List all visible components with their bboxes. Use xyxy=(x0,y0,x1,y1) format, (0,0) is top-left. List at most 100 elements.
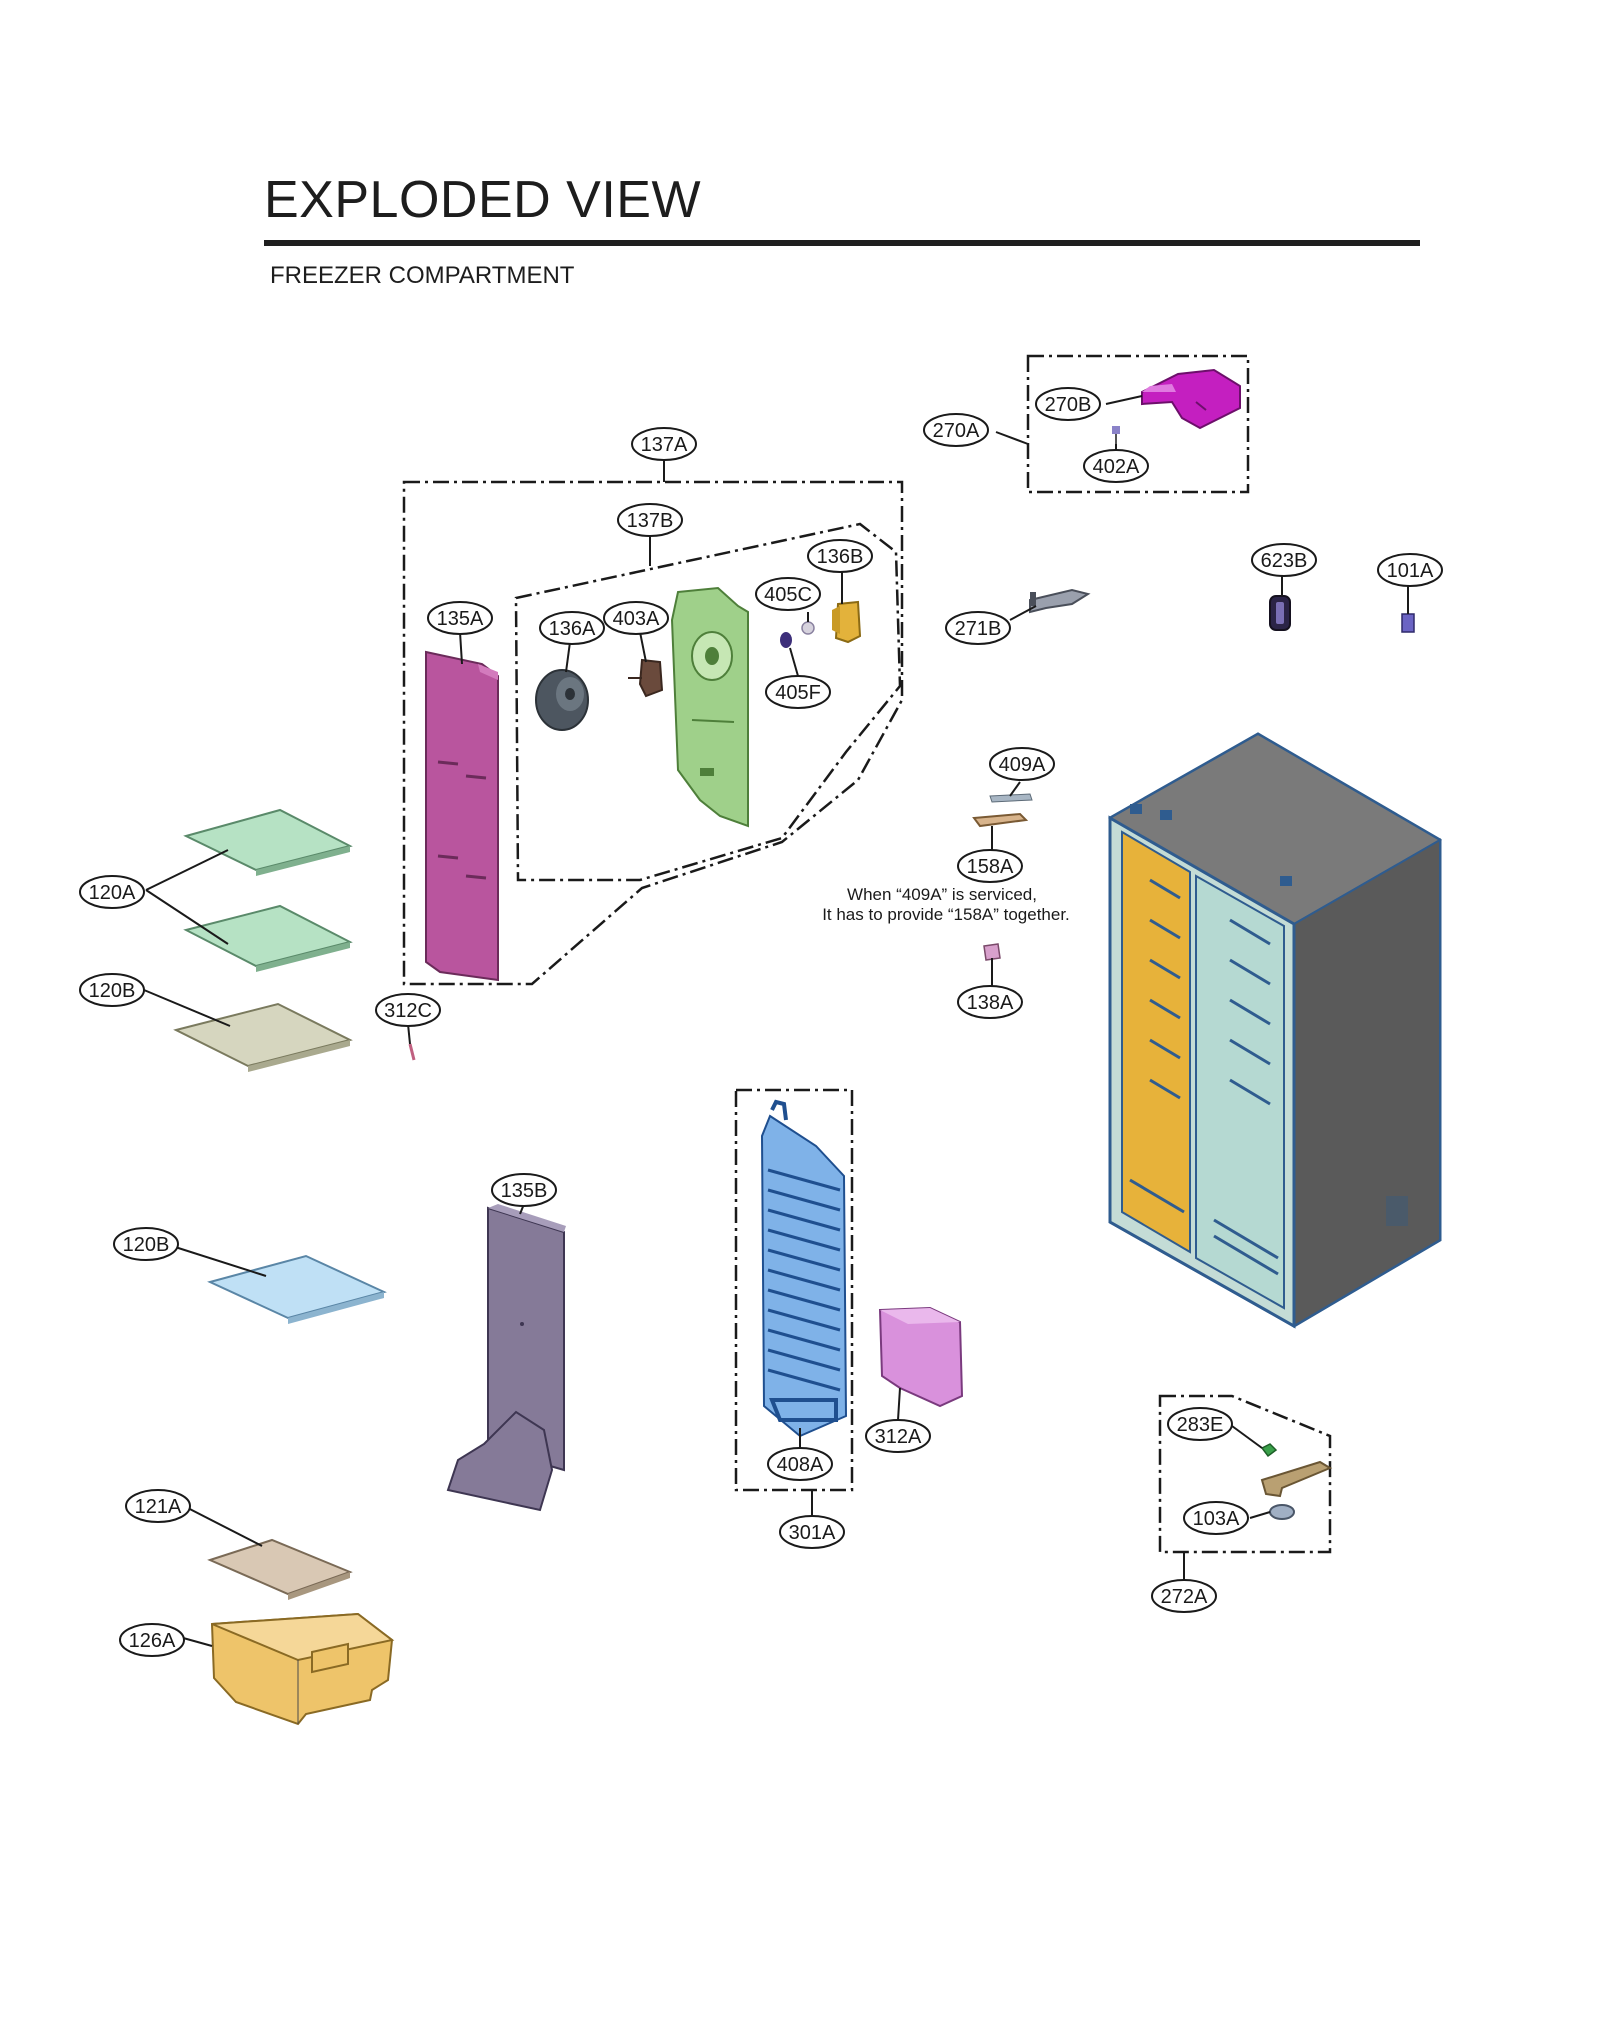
callout-270B: 270B xyxy=(1035,387,1101,421)
callout-126A: 126A xyxy=(119,1623,185,1657)
part-312A-defrost-cover xyxy=(878,1306,964,1408)
part-312C-fuse xyxy=(408,1043,416,1061)
callout-120B-lower: 120B xyxy=(113,1227,179,1261)
part-158A-bracket xyxy=(972,812,1029,828)
part-301A-evaporator xyxy=(760,1099,848,1438)
callout-137A: 137A xyxy=(631,427,697,461)
part-135A-freezer-duct xyxy=(425,650,499,982)
group-270A-boundary xyxy=(1026,354,1250,494)
group-301A-boundary xyxy=(734,1088,854,1492)
svg-text:120B: 120B xyxy=(89,980,136,1002)
svg-text:136A: 136A xyxy=(549,618,596,640)
part-121A-drawer-cover xyxy=(207,1538,353,1600)
part-126A-freezer-drawer xyxy=(210,1612,395,1726)
svg-text:270A: 270A xyxy=(933,420,980,442)
svg-text:409A: 409A xyxy=(999,754,1046,776)
svg-text:301A: 301A xyxy=(789,1522,836,1544)
svg-text:103A: 103A xyxy=(1193,1508,1240,1530)
svg-text:283E: 283E xyxy=(1177,1414,1224,1436)
part-135B-evaporator-cover xyxy=(446,1204,566,1512)
callout-101A: 101A xyxy=(1377,553,1443,587)
svg-text:138A: 138A xyxy=(967,992,1014,1014)
callout-271B: 271B xyxy=(945,611,1011,645)
svg-text:270B: 270B xyxy=(1045,394,1092,416)
svg-text:403A: 403A xyxy=(613,608,660,630)
group-137A-boundary xyxy=(402,480,904,986)
callout-120B-upper: 120B xyxy=(79,973,145,1007)
svg-text:158A: 158A xyxy=(967,856,1014,878)
svg-text:271B: 271B xyxy=(955,618,1002,640)
callout-103A: 103A xyxy=(1183,1501,1249,1535)
callout-121A: 121A xyxy=(125,1489,191,1523)
callout-136A: 136A xyxy=(539,611,605,645)
callout-135A: 135A xyxy=(427,601,493,635)
part-136B-bracket xyxy=(832,600,862,644)
callout-135B: 135B xyxy=(491,1173,557,1207)
part-137B-fan-shroud xyxy=(670,586,749,828)
title-divider xyxy=(264,240,1420,246)
callout-283E: 283E xyxy=(1167,1407,1233,1441)
part-120B-shelf-upper xyxy=(173,1002,353,1072)
svg-text:137A: 137A xyxy=(641,434,688,456)
svg-text:405F: 405F xyxy=(775,682,821,704)
svg-text:272A: 272A xyxy=(1161,1586,1208,1608)
part-101A-sensor xyxy=(1401,613,1415,633)
callout-120A: 120A xyxy=(79,875,145,909)
page-subtitle: FREEZER COMPARTMENT xyxy=(270,262,575,289)
svg-text:120A: 120A xyxy=(89,882,136,904)
part-270B-cover xyxy=(1141,368,1241,430)
part-138A-clip xyxy=(983,943,1001,961)
svg-text:312C: 312C xyxy=(384,1000,432,1022)
part-cabinet-body xyxy=(1107,732,1442,1329)
svg-text:101A: 101A xyxy=(1387,560,1434,582)
svg-text:135A: 135A xyxy=(437,608,484,630)
group-272A-boundary xyxy=(1158,1394,1332,1554)
page-title: EXPLODED VIEW xyxy=(264,171,702,229)
callout-270A: 270A xyxy=(923,413,989,447)
part-405C-screw xyxy=(801,621,815,635)
callout-402A: 402A xyxy=(1083,449,1149,483)
callout-138A: 138A xyxy=(957,985,1023,1019)
svg-text:121A: 121A xyxy=(135,1496,182,1518)
svg-text:137B: 137B xyxy=(627,510,674,532)
callout-409A: 409A xyxy=(989,747,1055,781)
svg-text:136B: 136B xyxy=(817,546,864,568)
part-623B-switch xyxy=(1269,595,1291,631)
callout-312A: 312A xyxy=(865,1419,931,1453)
callout-405C: 405C xyxy=(755,577,821,611)
callout-158A: 158A xyxy=(957,849,1023,883)
part-120A-shelf-lower xyxy=(183,904,353,972)
service-note: When “409A” is serviced, It has to provi… xyxy=(822,885,1070,924)
part-271B-hinge xyxy=(1029,588,1091,614)
callout-137B: 137B xyxy=(617,503,683,537)
part-120A-shelf-upper xyxy=(183,808,353,876)
svg-text:312A: 312A xyxy=(875,1426,922,1448)
service-note-line-2: It has to provide “158A” together. xyxy=(822,905,1070,924)
callout-136B: 136B xyxy=(807,539,873,573)
callout-405F: 405F xyxy=(765,675,831,709)
callout-272A: 272A xyxy=(1151,1579,1217,1613)
part-409A-gasket xyxy=(989,793,1033,803)
part-136A-fan xyxy=(535,669,589,731)
svg-text:402A: 402A xyxy=(1093,456,1140,478)
callout-408A: 408A xyxy=(767,1447,833,1481)
callout-301A: 301A xyxy=(779,1515,845,1549)
callout-623B: 623B xyxy=(1251,543,1317,577)
svg-text:126A: 126A xyxy=(129,1630,176,1652)
group-137B-boundary xyxy=(514,522,902,882)
leader-lines xyxy=(143,395,1409,1647)
part-283E-connector xyxy=(1260,1443,1278,1458)
callout-403A: 403A xyxy=(603,601,669,635)
part-403A-motor xyxy=(628,658,664,698)
part-402A-screw xyxy=(1112,426,1120,444)
part-405F-damper-cap xyxy=(780,632,792,648)
svg-text:135B: 135B xyxy=(501,1180,548,1202)
svg-text:623B: 623B xyxy=(1261,550,1308,572)
svg-text:408A: 408A xyxy=(777,1454,824,1476)
part-103A-hinge-bracket xyxy=(1260,1460,1333,1520)
svg-text:120B: 120B xyxy=(123,1234,170,1256)
service-note-line-1: When “409A” is serviced, xyxy=(847,885,1037,904)
callout-312C: 312C xyxy=(375,993,441,1027)
svg-text:405C: 405C xyxy=(764,584,812,606)
